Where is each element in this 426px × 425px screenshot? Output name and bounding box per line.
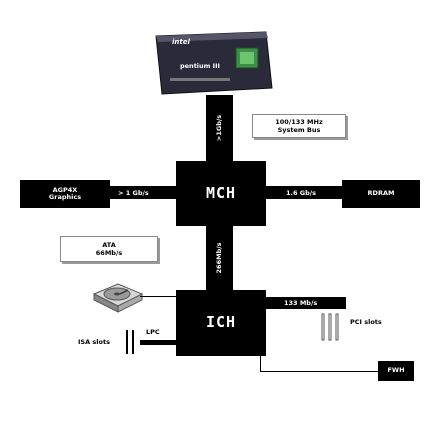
- pci-slots-label: PCI slots: [350, 318, 382, 326]
- lpc-label: LPC: [146, 328, 160, 336]
- mch-block: MCH: [176, 161, 266, 226]
- graphics-label: Graphics: [48, 193, 82, 201]
- ata-label: ATA: [102, 240, 116, 249]
- lpc-link-bar: [140, 340, 176, 345]
- rdram-label: RDRAM: [367, 189, 395, 198]
- fwh-link-vertical: [260, 356, 261, 372]
- agp-label: AGP4X: [52, 185, 78, 194]
- system-bus-frequency: 100/133 MHz: [275, 117, 323, 126]
- ata-speed: 66Mb/s: [95, 249, 123, 257]
- hard-disk-icon: [92, 283, 144, 313]
- rdram-link-speed: 1.6 Gb/s: [286, 189, 317, 197]
- rdram-block: RDRAM: [342, 180, 420, 208]
- fwh-block: FWH: [378, 361, 414, 381]
- cpu-logo: intel: [172, 38, 190, 46]
- pci-link-speed: 133 Mb/s: [284, 299, 318, 307]
- mch-label: MCH: [205, 183, 237, 202]
- cpu-model: pentium III: [180, 62, 220, 70]
- ich-label: ICH: [205, 313, 237, 332]
- rdram-link-bar: [266, 186, 342, 199]
- hub-link-speed: 266Mb/s: [215, 242, 223, 274]
- ich-block: ICH: [176, 290, 266, 356]
- agp-link-bar: [110, 186, 176, 199]
- agp-link-speed: > 1 Gb/s: [118, 189, 149, 197]
- hub-link-bar: [206, 226, 233, 290]
- fwh-link-horizontal: [260, 371, 378, 372]
- cpu-bus-speed: >1Gb/s: [215, 114, 223, 142]
- ata-note: ATA 66Mb/s: [60, 236, 158, 262]
- fwh-label: FWH: [387, 366, 405, 375]
- system-bus-note: 100/133 MHz System Bus: [252, 114, 346, 138]
- agp-graphics-block: AGP4X Graphics: [20, 180, 110, 208]
- pci-link-bar: [266, 297, 346, 309]
- system-bus-title: System Bus: [277, 126, 321, 134]
- ata-cable-line: [140, 296, 176, 297]
- cpu-bus-bar: [206, 95, 233, 161]
- isa-slots-icon: [126, 330, 134, 354]
- pci-slots-icon: [321, 313, 339, 341]
- isa-slots-label: ISA slots: [78, 338, 110, 346]
- cpu-chip-icon: [155, 31, 273, 95]
